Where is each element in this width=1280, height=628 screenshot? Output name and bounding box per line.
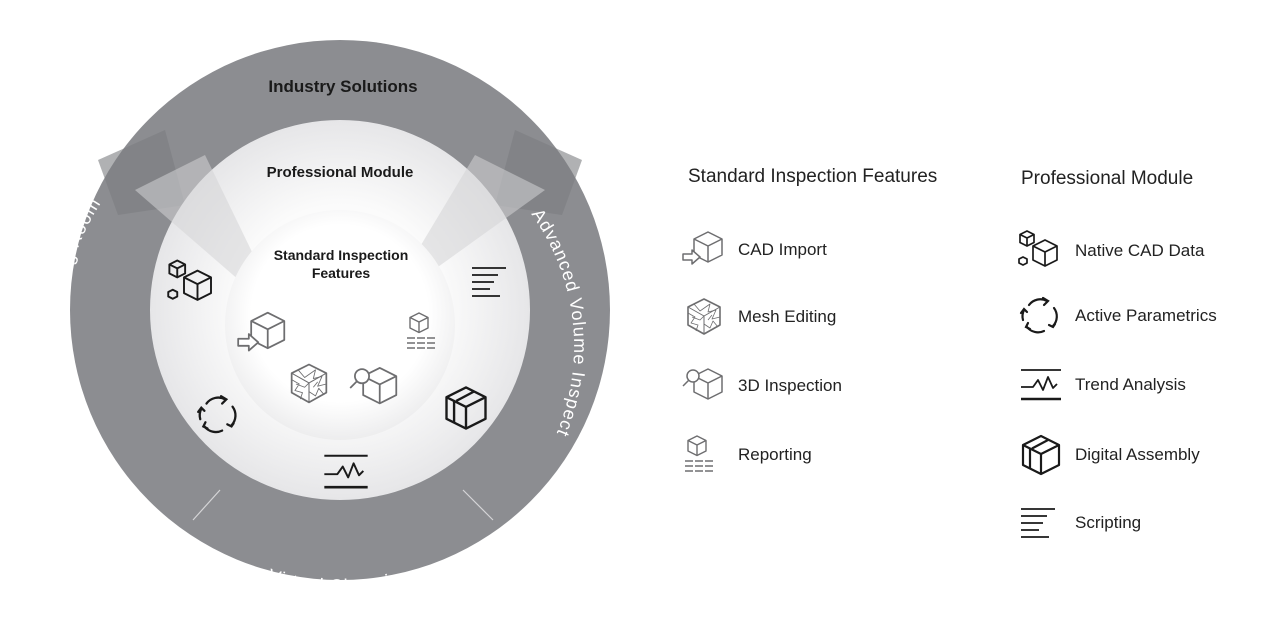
legend-label: Digital Assembly bbox=[1075, 445, 1200, 464]
legend-item-trend-analysis: Trend Analysis bbox=[1017, 363, 1186, 407]
legend-heading-professional: Professional Module bbox=[1021, 168, 1194, 189]
reporting-icon bbox=[680, 433, 728, 477]
legend-label: 3D Inspection bbox=[738, 376, 842, 395]
legend-label: Trend Analysis bbox=[1075, 375, 1186, 394]
legend-label: Native CAD Data bbox=[1075, 241, 1205, 260]
legend-item-digital-assembly: Digital Assembly bbox=[1017, 433, 1200, 477]
solution-ring-diagram: Industry Solutions Professional Module S… bbox=[70, 40, 610, 580]
cad-import-icon bbox=[680, 228, 728, 272]
ring-divider-right bbox=[462, 489, 494, 521]
legend-item-cad-import: CAD Import bbox=[680, 228, 827, 272]
ring-divider-left bbox=[192, 489, 221, 521]
legend-item-scripting: Scripting bbox=[1017, 501, 1141, 545]
legend-label: Reporting bbox=[738, 445, 812, 464]
center-disc bbox=[225, 210, 455, 440]
center-label-line2: Features bbox=[312, 265, 371, 281]
native-cad-data-icon bbox=[1017, 229, 1065, 273]
legend-label: Active Parametrics bbox=[1075, 306, 1217, 325]
active-parametrics-icon bbox=[1017, 294, 1065, 338]
legend-item-reporting: Reporting bbox=[680, 433, 812, 477]
legend-item-mesh-editing: Mesh Editing bbox=[680, 295, 836, 339]
digital-assembly-icon bbox=[1017, 433, 1065, 477]
legend-item-native-cad-data: Native CAD Data bbox=[1017, 229, 1204, 273]
center-label-line1: Standard Inspection bbox=[274, 247, 409, 263]
middle-ring-label: Professional Module bbox=[267, 164, 414, 181]
3d-inspection-icon bbox=[680, 364, 728, 408]
legend-label: Mesh Editing bbox=[738, 307, 837, 326]
legend-heading-standard: Standard Inspection Features bbox=[688, 166, 938, 187]
legend-label: CAD Import bbox=[738, 240, 827, 259]
mesh-editing-icon bbox=[680, 295, 728, 339]
outer-ring-label: Industry Solutions bbox=[268, 77, 417, 96]
legend-label: Scripting bbox=[1075, 513, 1142, 532]
legend-item-3d-inspection: 3D Inspection bbox=[680, 364, 842, 408]
trend-analysis-icon bbox=[1017, 363, 1065, 407]
legend-item-active-parametrics: Active Parametrics bbox=[1017, 294, 1217, 338]
scripting-icon bbox=[1017, 501, 1065, 545]
